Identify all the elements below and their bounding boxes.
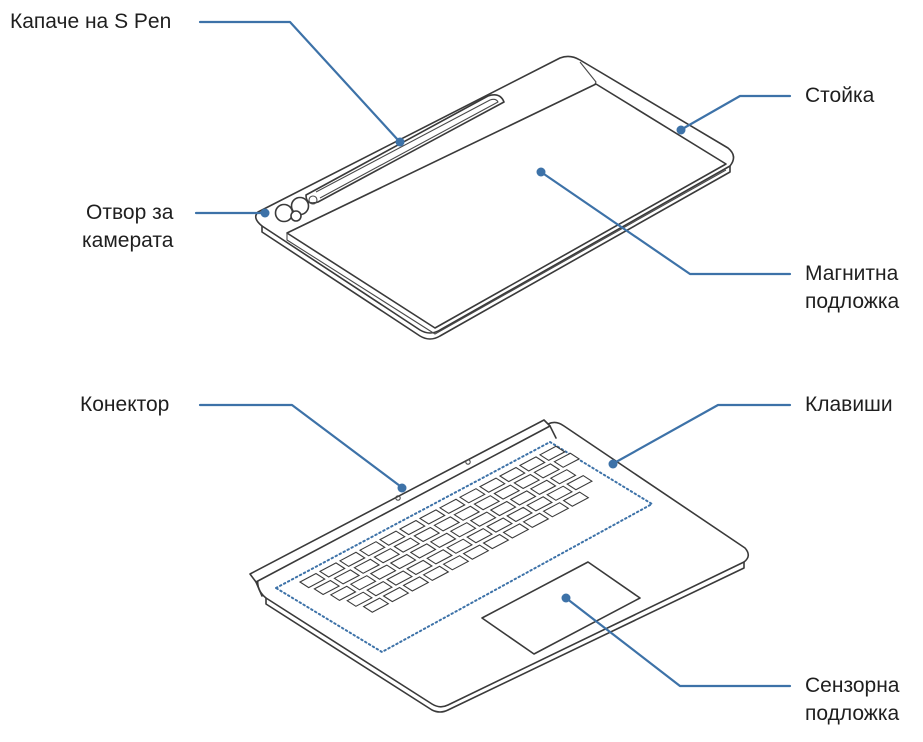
label-magnetic-pad-line2: подложка [805,288,899,316]
dot-touchpad [562,594,571,603]
camera-hole-ring-1 [276,205,293,222]
label-keys: Клавиши [805,391,893,419]
label-touchpad-line1: Сензорна [805,672,899,700]
label-connector: Конектор [80,391,169,419]
leader-keys [616,405,790,462]
dot-stand [677,126,686,135]
dot-keys [609,460,618,469]
label-connector-text: Конектор [80,391,169,419]
dot-magnetic-pad [537,168,546,177]
label-touchpad: Сензорна подложка [805,672,899,728]
label-pen-cover-text: Капаче на S Pen [10,8,171,36]
label-stand-text: Стойка [805,82,874,110]
label-stand: Стойка [805,82,874,110]
leader-stand [684,96,790,128]
label-camera-hole: Отвор за камерата [82,199,173,255]
dot-camera-hole [261,209,270,218]
label-magnetic-pad: Магнитна подложка [805,260,899,316]
keyboard-illustration [250,420,748,712]
camera-hole-ring-3 [291,211,301,221]
leader-connector [200,405,400,486]
label-camera-hole-line2: камерата [82,227,173,255]
label-touchpad-line2: подложка [805,700,899,728]
leader-pen-cover [200,22,398,140]
label-pen-cover: Капаче на S Pen [10,8,171,36]
back-cover-illustration [256,56,734,339]
dot-pen-cover [396,138,405,147]
label-keys-text: Клавиши [805,391,893,419]
dot-connector [398,484,407,493]
label-camera-hole-line1: Отвор за [82,199,173,227]
label-magnetic-pad-line1: Магнитна [805,260,899,288]
